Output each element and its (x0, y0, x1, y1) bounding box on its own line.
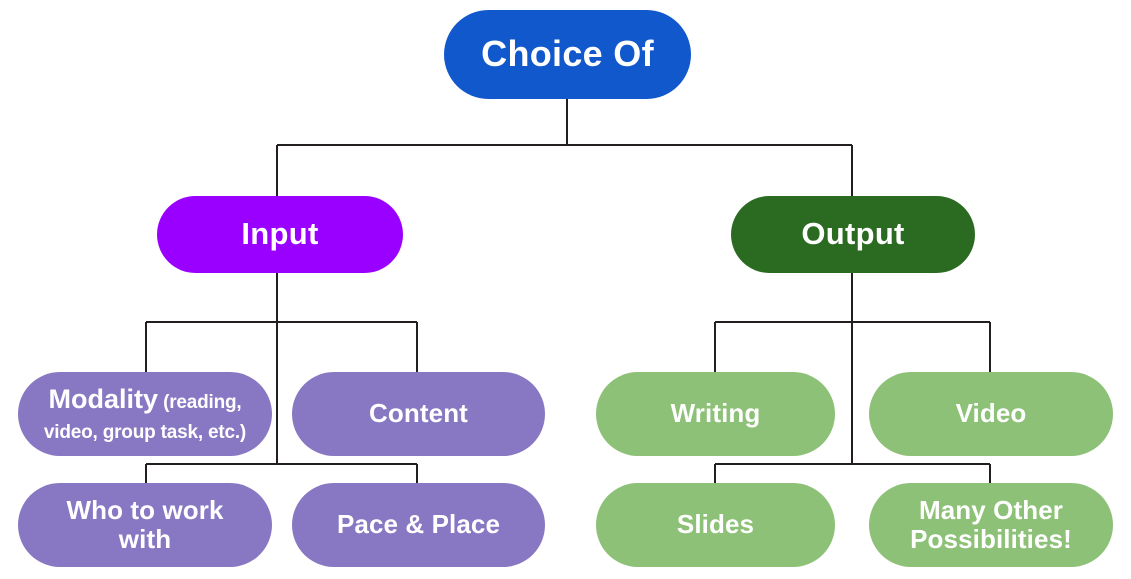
node-pace-and-place-label: Pace & Place (337, 510, 500, 539)
node-root-label: Choice Of (481, 34, 654, 74)
node-who-to-work-with[interactable]: Who to work with (18, 483, 272, 567)
node-output-label-main: Output (801, 216, 905, 252)
node-writing-label-main: Writing (670, 398, 761, 429)
node-writing[interactable]: Writing (596, 372, 835, 456)
node-writing-label: Writing (671, 399, 761, 428)
node-input-label: Input (241, 216, 319, 252)
node-who-to-work-with-label-main: Who to work with (66, 494, 224, 554)
node-content-label: Content (369, 399, 468, 428)
node-modality-label-sub: (reading, video, group task, etc.) (43, 391, 247, 443)
node-output[interactable]: Output (731, 196, 975, 273)
node-many-other-possibilities-label-main: Many Other Possibilities! (910, 494, 1072, 554)
node-slides-label-main: Slides (676, 509, 755, 540)
node-video-label: Video (956, 399, 1027, 428)
node-many-other-possibilities[interactable]: Many Other Possibilities! (869, 483, 1113, 567)
node-output-label: Output (801, 216, 905, 252)
node-video-label-main: Video (955, 398, 1027, 429)
node-input[interactable]: Input (157, 196, 403, 273)
node-modality-label-main: Modality (48, 383, 158, 414)
node-pace-and-place-label-main: Pace & Place (336, 509, 501, 540)
node-input-label-main: Input (241, 216, 319, 252)
node-who-to-work-with-label: Who to work with (66, 494, 224, 554)
node-root-label-main: Choice Of (481, 33, 654, 75)
node-many-other-possibilities-label: Many Other Possibilities! (910, 494, 1072, 554)
node-slides[interactable]: Slides (596, 483, 835, 567)
node-content-label-main: Content (369, 398, 468, 429)
node-modality[interactable]: Modality (reading, video, group task, et… (18, 372, 272, 456)
node-modality-label: Modality (reading, video, group task, et… (44, 384, 246, 444)
node-slides-label: Slides (677, 510, 754, 539)
node-pace-and-place[interactable]: Pace & Place (292, 483, 545, 567)
node-content[interactable]: Content (292, 372, 545, 456)
node-root[interactable]: Choice Of (444, 10, 691, 99)
node-video[interactable]: Video (869, 372, 1113, 456)
